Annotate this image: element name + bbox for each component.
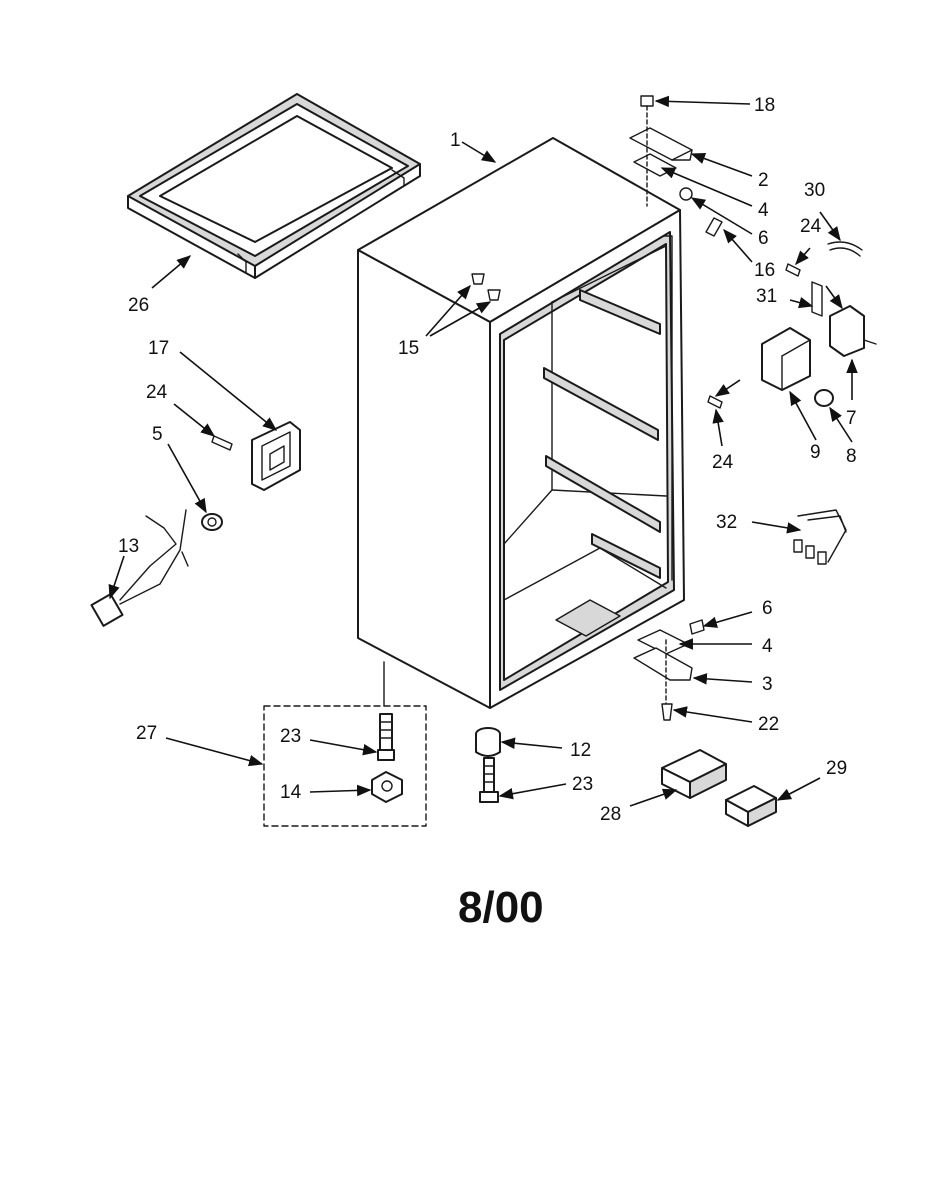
- callout-27: 27: [136, 723, 157, 744]
- callout-6-top: 6: [758, 228, 769, 249]
- callout-22: 22: [758, 714, 779, 735]
- callout-29: 29: [826, 758, 847, 779]
- tray-parts: [661, 749, 777, 827]
- callout-24-left: 24: [146, 382, 168, 403]
- callout-12: 12: [570, 740, 591, 761]
- callout-24-mid: 24: [712, 452, 734, 473]
- callout-23-left: 23: [280, 726, 301, 747]
- callout-7: 7: [846, 408, 857, 429]
- callout-8: 8: [846, 446, 857, 467]
- callout-17: 17: [148, 338, 169, 359]
- date-code: 8/00: [458, 883, 544, 932]
- callout-14: 14: [280, 782, 302, 803]
- callout-13: 13: [118, 536, 139, 557]
- left-side-parts: [90, 421, 301, 627]
- callout-3: 3: [762, 674, 773, 695]
- cabinet-part-1: [357, 137, 685, 709]
- callout-4-bottom: 4: [762, 636, 773, 657]
- callout-31: 31: [756, 286, 777, 307]
- callout-18: 18: [754, 95, 775, 116]
- roller-part-12: [475, 727, 501, 803]
- callout-labels: 1 18 2 4 6 16 30 24 31 7 9 8 24 26 15 17…: [118, 95, 857, 825]
- callout-6-bottom: 6: [762, 598, 773, 619]
- callout-2: 2: [758, 170, 769, 191]
- callout-15: 15: [398, 338, 419, 359]
- callout-9: 9: [810, 442, 821, 463]
- callout-24-top: 24: [800, 216, 822, 237]
- leader-arrows: [108, 95, 858, 807]
- callout-16: 16: [754, 260, 775, 281]
- hole-plugs-part-15: [471, 273, 501, 301]
- callout-23-right: 23: [572, 774, 593, 795]
- callout-5: 5: [152, 424, 163, 445]
- bottom-hinge-parts: [633, 619, 705, 721]
- leveling-kit-part-27: [263, 705, 427, 827]
- callout-26: 26: [128, 295, 149, 316]
- callout-32: 32: [716, 512, 737, 533]
- door-panel-part-26: [127, 93, 421, 279]
- callout-1: 1: [450, 130, 461, 151]
- callout-28: 28: [600, 804, 621, 825]
- callout-4-top: 4: [758, 200, 769, 221]
- right-side-parts: [707, 241, 877, 565]
- callout-30: 30: [804, 180, 825, 201]
